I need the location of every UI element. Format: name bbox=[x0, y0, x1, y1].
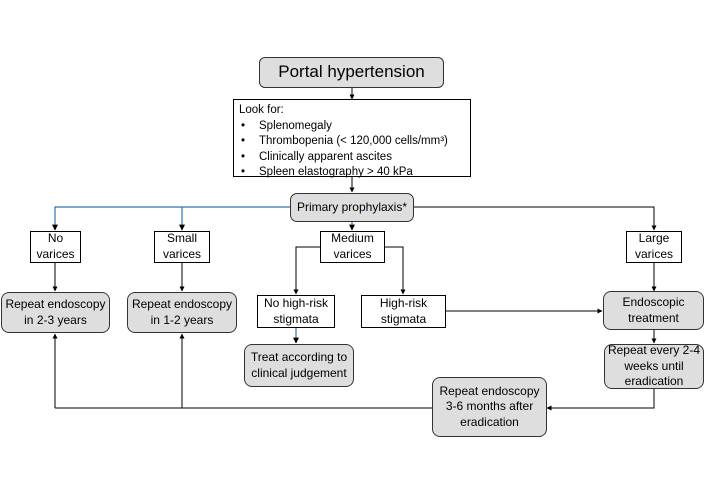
high-risk-stigmata-line: High-risk bbox=[379, 295, 428, 310]
repeat-after-eradication-line: Repeat endoscopy bbox=[439, 383, 540, 398]
repeat-every-line: Repeat every 2-4 bbox=[607, 343, 701, 358]
no-high-risk-stigmata-line: stigmata bbox=[273, 311, 319, 326]
look-for-item: Spleen elastography > 40 kPa bbox=[239, 165, 465, 181]
primary-prophylaxis-box: Primary prophylaxis* bbox=[290, 193, 414, 222]
no-high-risk-stigmata-box: No high-risk stigmata bbox=[257, 295, 335, 328]
edge-repeatevery-repeatafter bbox=[546, 389, 655, 411]
clinical-judgement-line: Treat according to bbox=[250, 349, 348, 364]
portal-hypertension-label: Portal hypertension bbox=[278, 62, 425, 82]
look-for-heading: Look for: bbox=[239, 104, 284, 116]
repeat-endoscopy-2-3-box: Repeat endoscopy in 2-3 years bbox=[1, 292, 110, 333]
no-varices-line: No bbox=[47, 231, 64, 246]
repeat-every-line: weeks until bbox=[624, 358, 684, 373]
portal-hypertension-box: Portal hypertension bbox=[259, 57, 444, 88]
small-varices-line: varices bbox=[162, 247, 201, 261]
look-for-item: Splenomegaly bbox=[239, 119, 465, 135]
clinical-judgement-line: clinical judgement bbox=[251, 365, 347, 380]
repeat-endoscopy-1-2-line: in 1-2 years bbox=[150, 312, 214, 327]
repeat-after-eradication-line: 3-6 months after bbox=[445, 399, 534, 414]
medium-varices-line: varices bbox=[333, 247, 372, 261]
medium-varices-box: Medium varices bbox=[320, 231, 385, 263]
endoscopic-treatment-box: Endoscopic treatment bbox=[603, 291, 704, 330]
endoscopic-treatment-line: Endoscopic bbox=[622, 294, 685, 309]
repeat-endoscopy-1-2-box: Repeat endoscopy in 1-2 years bbox=[127, 292, 237, 333]
edge-prophylaxis-left-bus bbox=[52, 206, 290, 231]
large-varices-line: Large bbox=[638, 231, 670, 246]
small-varices-box: Small varices bbox=[154, 231, 210, 263]
look-for-list: Splenomegaly Thrombopenia (< 120,000 cel… bbox=[239, 119, 465, 181]
look-for-item: Clinically apparent ascites bbox=[239, 150, 465, 166]
repeat-every-box: Repeat every 2-4 weeks until eradication bbox=[604, 343, 704, 389]
repeat-endoscopy-2-3-line: in 2-3 years bbox=[24, 312, 87, 327]
small-varices-line: Small bbox=[166, 231, 197, 246]
repeat-every-line: eradication bbox=[624, 374, 684, 389]
no-varices-line: varices bbox=[36, 247, 75, 261]
edge-prophylaxis-large bbox=[414, 206, 657, 231]
repeat-after-eradication-box: Repeat endoscopy 3-6 months after eradic… bbox=[432, 377, 547, 437]
high-risk-stigmata-line: stigmata bbox=[380, 311, 427, 326]
look-for-item: Thrombopenia (< 120,000 cells/mm³) bbox=[239, 134, 465, 150]
repeat-after-eradication-line: eradication bbox=[460, 414, 519, 429]
look-for-box: Look for: Splenomegaly Thrombopenia (< 1… bbox=[233, 99, 471, 180]
large-varices-line: varices bbox=[634, 247, 673, 261]
no-high-risk-stigmata-line: No high-risk bbox=[263, 295, 329, 310]
clinical-judgement-box: Treat according to clinical judgement bbox=[244, 344, 354, 387]
endoscopic-treatment-line: treatment bbox=[628, 310, 679, 325]
edge-medium-high bbox=[385, 246, 406, 295]
edge-medium-nohigh bbox=[293, 246, 320, 295]
repeat-endoscopy-2-3-line: Repeat endoscopy bbox=[5, 296, 106, 311]
repeat-endoscopy-1-2-line: Repeat endoscopy bbox=[131, 296, 233, 311]
high-risk-stigmata-box: High-risk stigmata bbox=[361, 295, 446, 328]
primary-prophylaxis-label: Primary prophylaxis* bbox=[296, 199, 408, 214]
no-varices-box: No varices bbox=[30, 231, 81, 263]
medium-varices-line: Medium bbox=[331, 231, 374, 246]
large-varices-box: Large varices bbox=[626, 231, 682, 263]
